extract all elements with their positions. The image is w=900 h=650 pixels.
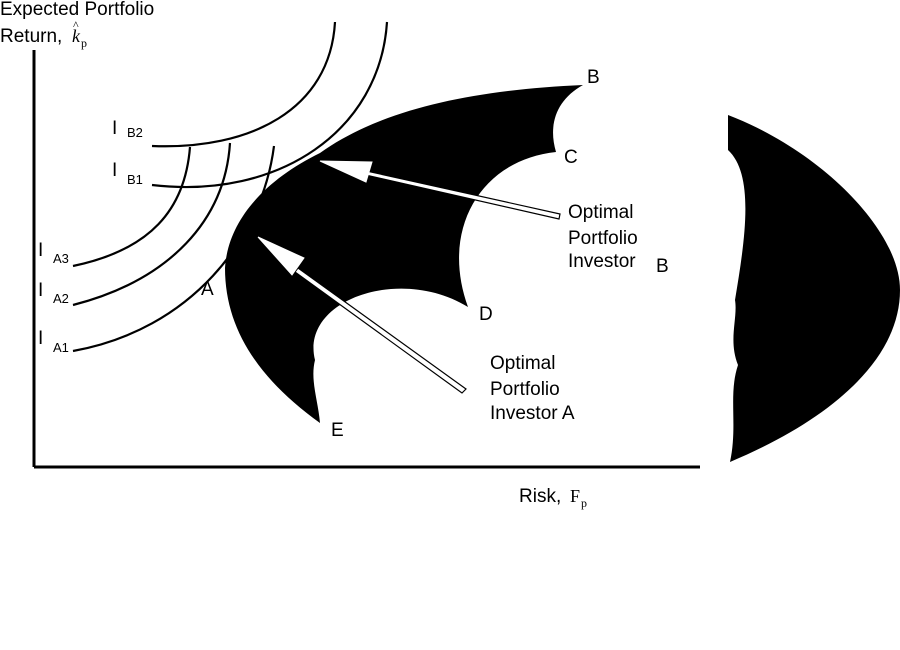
point-label-e: E [331, 420, 344, 441]
feasible-set-region [225, 85, 583, 423]
point-label-d: D [479, 304, 493, 325]
x-axis-label: Risk, [519, 486, 561, 507]
y-axis-label-line1: Expected Portfolio [0, 0, 154, 20]
y-axis-subscript: p [81, 36, 87, 50]
point-label-b: B [587, 67, 600, 88]
right-dark-region [728, 115, 900, 462]
y-axis-label-line2: Return, [0, 26, 62, 47]
label-ia2-prefix: I [38, 280, 43, 301]
investor-b-line1: Optimal [568, 202, 633, 223]
y-axis-hat: ^ [73, 18, 79, 32]
label-ia2-sub: A2 [53, 291, 69, 306]
label-ia3-prefix: I [38, 240, 43, 261]
label-ib2-prefix: I [112, 118, 117, 139]
investor-b-line3: Investor [568, 251, 636, 272]
indifference-curve-b2 [151, 21, 337, 148]
arrow-investor-b-head [319, 160, 373, 183]
label-ia1-prefix: I [38, 328, 43, 349]
label-ia1-sub: A1 [53, 340, 69, 355]
point-label-c: C [564, 147, 578, 168]
label-ib1-prefix: I [112, 160, 117, 181]
investor-b-suffix: B [656, 256, 669, 277]
indifference-curve-a1 [72, 145, 276, 353]
point-label-a: A [201, 279, 214, 300]
indifference-curve-b1 [151, 21, 389, 189]
arrow-investor-a-head [257, 236, 305, 276]
investor-b-line2: Portfolio [568, 228, 638, 249]
indifference-curve-a2 [72, 142, 232, 307]
x-axis-subscript: p [581, 496, 587, 510]
investor-a-line3: Investor A [490, 403, 575, 424]
investor-a-line1: Optimal [490, 353, 555, 374]
arrow-investor-a-shaft [294, 267, 467, 394]
indifference-curve-a3 [72, 146, 192, 268]
investor-a-line2: Portfolio [490, 379, 560, 400]
label-ib2-sub: B2 [127, 125, 143, 140]
label-ib1-sub: B1 [127, 172, 143, 187]
y-axis-symbol: k [72, 26, 81, 46]
x-axis-symbol: F [570, 486, 580, 506]
label-ia3-sub: A3 [53, 251, 69, 266]
